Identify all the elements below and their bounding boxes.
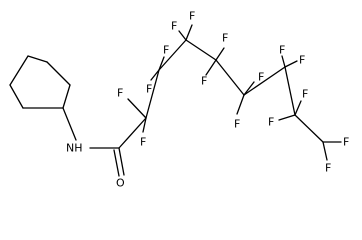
chain-bond (294, 114, 324, 143)
chain-bond (284, 66, 296, 116)
c-f-bond (178, 30, 187, 41)
fluorine-atom-label: F (222, 32, 228, 45)
c-f-bond (236, 94, 245, 115)
ring-bond (46, 61, 71, 86)
fluorine-atom-label: F (343, 136, 349, 149)
c-f-bond (284, 60, 298, 68)
chain-bond (158, 39, 187, 71)
chain-bond (185, 39, 217, 61)
c-f-bond (322, 141, 328, 161)
carbonyl-double-bond (113, 149, 120, 177)
fluorine-atom-label: F (117, 87, 123, 100)
fluorine-atom-label: F (302, 88, 308, 101)
ring-bond (62, 84, 71, 109)
c-f-bond (150, 69, 160, 81)
cyclopentane-ring (9, 55, 71, 109)
fluorine-atom-label: F (234, 118, 240, 131)
atom-labels: F F F F F F F F F F F F F F F F NH O (66, 10, 349, 190)
c-f-bond (281, 55, 286, 68)
fluorine-atom-label: F (299, 54, 305, 67)
fluorine-atom-label: F (171, 20, 177, 33)
c-f-bond (158, 56, 165, 71)
ring-bond (27, 55, 48, 63)
c-f-bond (205, 59, 217, 76)
oxygen-atom-label: O (116, 177, 125, 190)
c-f-bond (215, 47, 225, 61)
chain-bond (215, 59, 245, 96)
backbone (62, 39, 324, 177)
chain-bond (118, 117, 147, 149)
fluorine-atom-label: F (258, 71, 264, 84)
c-f-bond (294, 100, 302, 116)
fluorine-atom-label: F (146, 83, 152, 96)
fluorine-atom-label: F (140, 136, 146, 149)
c-f-bond (142, 117, 147, 133)
c-f-bond (127, 98, 147, 119)
fluorine-bonds (127, 24, 342, 161)
ring-bond (9, 84, 24, 109)
fluorine-atom-label: F (279, 44, 285, 57)
fluorine-atom-label: F (189, 10, 195, 23)
chain-bond (243, 66, 286, 96)
ring-bond (9, 55, 29, 86)
carbonyl-double-bond (118, 147, 125, 176)
chemical-structure: F F F F F F F F F F F F F F F F NH O (9, 10, 349, 190)
fluorine-atom-label: F (163, 44, 169, 57)
nitrogen-atom-label: NH (66, 142, 83, 155)
c-f-bond (278, 114, 296, 121)
c-f-bond (243, 81, 255, 96)
fluorine-atom-label: F (268, 116, 274, 129)
fluorine-atom-label: F (325, 162, 331, 175)
ring-to-nitrogen-bond (62, 107, 77, 141)
fluorine-atom-label: F (201, 75, 207, 88)
c-f-bond (185, 24, 193, 41)
chain-bond (145, 69, 160, 119)
